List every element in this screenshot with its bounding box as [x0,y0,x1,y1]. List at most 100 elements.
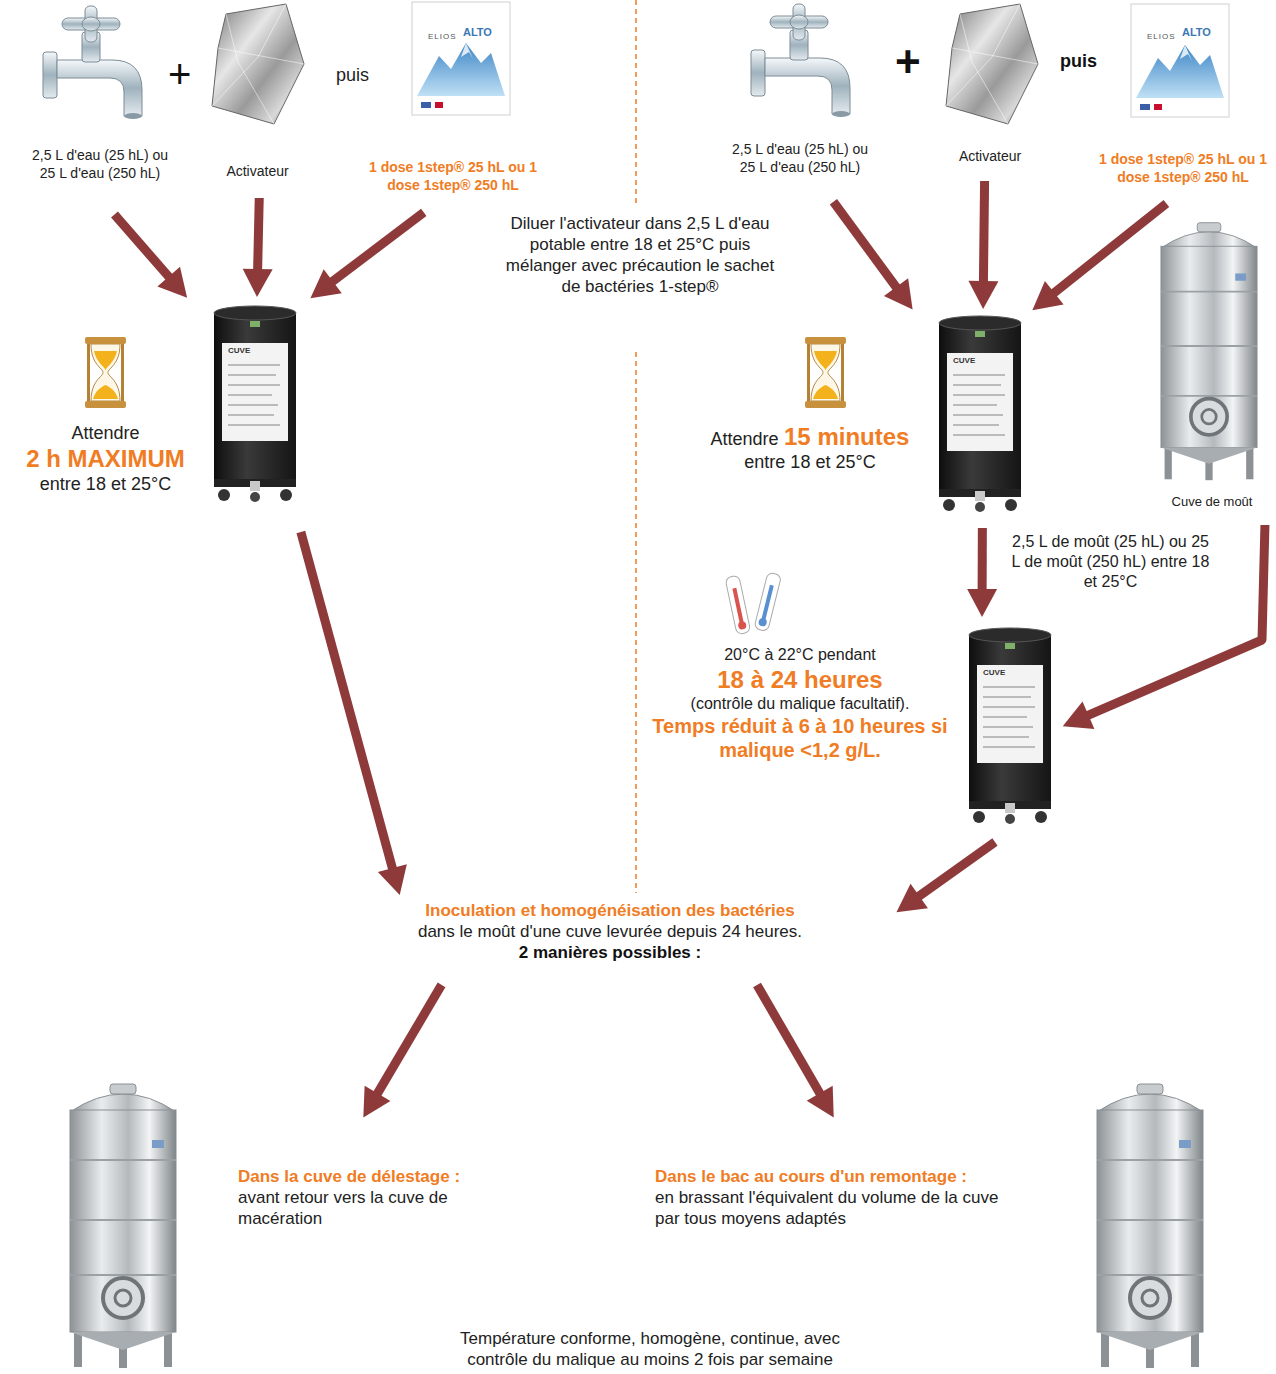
flow-arrow [310,212,423,298]
arrow-shaft [833,202,899,292]
plus-sign: + [895,38,921,86]
text-line: entre 18 et 25°C [690,451,930,473]
caption-text: 1 dose 1step® 25 hL ou 1 dose 1step® 250… [1099,151,1267,185]
arrow-shaft [978,528,987,595]
drum-label: CUVE [983,668,1005,678]
caption-text: Activateur [959,148,1021,164]
text-line: (contrôle du malique facultatif). [635,694,965,714]
caption-text: Temps réduit à 6 à 10 heures si malique … [652,715,947,761]
caption-text: 18 à 24 heures [717,666,882,693]
text-block: 1 dose 1step® 25 hL ou 1 dose 1step® 250… [367,158,539,194]
activator-bag [212,4,304,124]
text-line: 2 manières possibles : [330,942,890,963]
arrow-shaft [375,985,442,1098]
tap-group: 2,5 L d'eau (25 hL) ou 25 L d'eau (250 h… [15,2,185,198]
text-block: 1 dose 1step® 25 hL ou 1 dose 1step® 250… [1097,150,1269,186]
arrow-head [884,278,913,309]
flow-arrow [1032,203,1166,310]
text-line: avant retour vers la cuve de macération [238,1187,523,1229]
drum-group: Attendre15 minutesentre 18 et 25°C [690,312,1030,518]
arrow-shaft [301,532,394,873]
arrow-head [1063,701,1095,729]
drum-label: CUVE [953,356,975,366]
text-line: Inoculation et homogénéisation des bacté… [330,900,890,921]
text-block: Dans la cuve de délestage :avant retour … [238,1166,523,1229]
text-block: Attendre2 h MAXIMUMentre 18 et 25°C [18,422,193,495]
flow-arrow [243,198,273,297]
text-block: Dans le bac au cours d'un remontage : en … [655,1166,1015,1229]
text-block: Activateur [940,147,1040,165]
drum-icon [939,316,1021,512]
caption-text: entre 18 et 25°C [40,474,171,494]
arrow-shaft [915,842,995,899]
text-block: 2,5 L d'eau (25 hL) ou 25 L d'eau (250 h… [725,140,875,176]
text-block: Attendre15 minutesentre 18 et 25°C [690,422,930,473]
text-block: Cuve de moût [1150,492,1274,510]
tap-group: 2,5 L d'eau (25 hL) ou 25 L d'eau (250 h… [715,2,885,184]
tank-group: Cuve de moût [1150,210,1276,515]
text-line: 2,5 L d'eau (25 hL) ou 25 L d'eau (250 h… [725,140,875,176]
tank-icon [1161,223,1257,480]
text-line: Dans la cuve de délestage : [238,1166,523,1187]
hourglass-icon [805,337,846,408]
arrow-shaft [1050,203,1167,296]
activator-group: Activateur [205,2,314,186]
caption-text: entre 18 et 25°C [744,452,875,472]
arrow-head [968,281,998,309]
flow-arrow [967,528,997,617]
package-brand: ALTO [1182,26,1211,39]
arrow-shaft [114,215,172,281]
tap-icon [43,6,142,119]
arrow-head [378,864,407,895]
text-block: Activateur [205,162,310,180]
arrow-shaft [258,198,260,275]
footer-note: Température conforme, homogène, continue… [440,1326,860,1372]
flow-arrow [896,842,995,912]
text-line: Cuve de moût [1150,492,1274,510]
arrow-head [896,884,928,912]
bacteria-sachet [1131,4,1229,117]
text-line: 2,5 L d'eau (25 hL) ou 25 L d'eau (250 h… [25,146,175,182]
arrow-head [363,1086,390,1118]
text-line: Activateur [205,162,310,180]
drum-group: 20°C à 22°C pendant18 à 24 heures(contrô… [635,620,1060,835]
sequence-word: puis [1060,50,1097,72]
text-line: 1 dose 1step® 25 hL ou 1 dose 1step® 250… [367,158,539,194]
drum-group: Attendre2 h MAXIMUMentre 18 et 25°C [18,300,308,505]
arrow-head [243,269,273,297]
caption-text: avant retour vers la cuve de macération [238,1188,448,1228]
flow-arrow [757,985,834,1117]
caption-text: 2,5 L d'eau (25 hL) ou 25 L d'eau (250 h… [32,147,168,181]
thermometer-icon [754,572,782,632]
caption-text: Inoculation et homogénéisation des bacté… [425,901,794,920]
package-brand: ELIOS [1147,32,1176,42]
text-line: Attendre [18,422,193,444]
caption-text: (contrôle du malique facultatif). [691,695,910,712]
text-line: 2 h MAXIMUM [18,444,193,473]
text-line: 1 dose 1step® 25 hL ou 1 dose 1step® 250… [1097,150,1269,186]
caption-text: 1 dose 1step® 25 hL ou 1 dose 1step® 250… [369,159,537,193]
caption-text: Dans le bac au cours d'un remontage : [655,1167,967,1186]
text-line: Temps réduit à 6 à 10 heures si malique … [635,714,965,762]
flow-arrow [363,985,441,1118]
arrow-head [310,269,341,298]
flow-arrow [968,181,998,309]
arrow-shaft [983,181,984,287]
arrow-shaft [328,212,424,284]
separator-line [635,0,637,205]
caption-text: Cuve de moût [1172,494,1253,509]
caption-text: Activateur [226,163,288,179]
caption-text: en brassant l'équivalent du volume de la… [655,1188,998,1228]
flow-arrow [301,532,407,895]
text-line: Dans le bac au cours d'un remontage : [655,1166,1015,1187]
separator-line [635,352,637,893]
sequence-word: puis [336,64,369,86]
arrow-shaft [757,985,823,1098]
instruction-note: Diluer l'activateur dans 2,5 L d'eau pot… [495,211,785,299]
text-block: Inoculation et homogénéisation des bacté… [330,900,890,963]
text-line: en brassant l'équivalent du volume de la… [655,1187,1015,1229]
text-line: entre 18 et 25°C [18,473,193,495]
caption-text: 15 minutes [784,423,909,450]
